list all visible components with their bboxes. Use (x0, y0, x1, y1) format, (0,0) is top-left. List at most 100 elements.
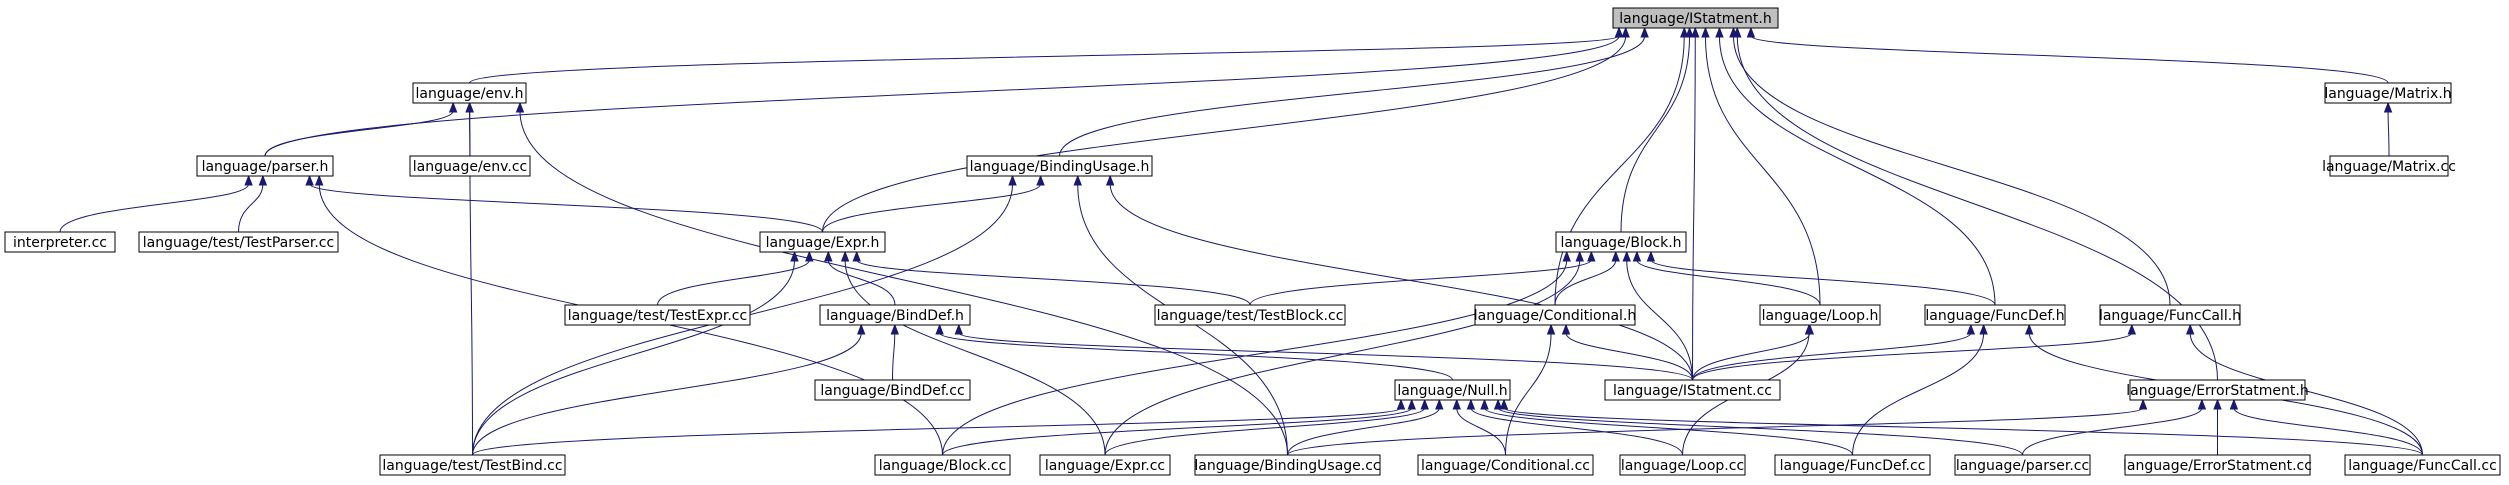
node-box[interactable] (379, 454, 566, 476)
edge-istatment_cc-to-funccall_h (1692, 332, 2133, 381)
node-box[interactable] (874, 454, 1011, 476)
node-env-h[interactable]: language/env.h (412, 82, 527, 104)
arrowhead-funccall_cc-to-funccall_h (2185, 323, 2195, 335)
node-label: language/test/TestBind.cc (382, 458, 562, 474)
arrowhead-testblock_cc-to-expr_h (852, 250, 861, 262)
node-parser-h[interactable]: language/parser.h (196, 155, 334, 177)
edge-parser_h-to-istatment_h (264, 35, 1620, 157)
node-funcdef-cc[interactable]: language/FuncDef.cc (1774, 454, 1931, 476)
node-interpreter-cc[interactable]: interpreter.cc (4, 231, 116, 253)
node-expr-cc[interactable]: language/Expr.cc (1039, 454, 1171, 476)
node-label: language/FuncDef.h (1925, 308, 2064, 324)
node-box[interactable] (2124, 454, 2311, 476)
node-box[interactable] (412, 82, 527, 104)
arrowhead-testbind_cc-to-binddef_h (856, 323, 866, 335)
node-testblock-cc[interactable]: language/test/TestBlock.cc (1154, 304, 1346, 326)
edge-conditional_cc-to-null_h (1456, 407, 1506, 456)
node-box[interactable] (564, 304, 751, 326)
edge-bindingusage_h-to-istatment_h (1059, 35, 1646, 157)
node-box[interactable] (1924, 304, 2066, 326)
node-box[interactable] (2099, 304, 2241, 326)
edge-parser_cc-to-errorstatment_h (2022, 407, 2203, 456)
node-box[interactable] (2129, 379, 2306, 401)
node-istatment-cc[interactable]: language/IStatment.cc (1604, 379, 1781, 401)
node-box[interactable] (2329, 155, 2449, 177)
node-testexpr-cc[interactable]: language/test/TestExpr.cc (564, 304, 751, 326)
arrowhead-expr_cc-to-block_h (1575, 250, 1584, 262)
arrowhead-matrix_cc-to-matrix_h (2383, 101, 2393, 113)
node-box[interactable] (1555, 231, 1687, 253)
node-parser-cc[interactable]: language/parser.cc (1954, 454, 2091, 476)
node-env-cc[interactable]: language/env.cc (409, 155, 531, 177)
node-box[interactable] (409, 155, 531, 177)
edge-expr_cc-to-block_h (1104, 259, 1581, 456)
node-box[interactable] (1619, 454, 1746, 476)
node-block-cc[interactable]: language/Block.cc (874, 454, 1011, 476)
node-box[interactable] (1154, 304, 1346, 326)
node-errorstatment-cc[interactable]: language/ErrorStatment.cc (2123, 454, 2312, 476)
arrowhead-istatment_cc-to-bindingusage_h (1105, 174, 1115, 186)
node-box[interactable] (1954, 454, 2091, 476)
node-box[interactable] (814, 379, 971, 401)
node-box[interactable] (1612, 7, 1779, 29)
edge-bindingusage_cc-to-errorstatment_h (1287, 407, 2144, 456)
node-matrix-h[interactable]: language/Matrix.h (2324, 82, 2452, 104)
arrowhead-funccall_cc-to-errorstatment_h (2229, 398, 2239, 410)
arrowhead-testbind_cc-to-bindingusage_h (1008, 174, 1017, 186)
node-box[interactable] (1194, 454, 1381, 476)
node-loop-h[interactable]: language/Loop.h (1759, 304, 1881, 326)
node-istatment-h[interactable]: language/IStatment.h (1612, 7, 1779, 29)
node-box[interactable] (819, 304, 971, 326)
node-expr-h[interactable]: language/Expr.h (759, 231, 886, 253)
node-box[interactable] (196, 155, 334, 177)
edge-istatment_cc-to-loop_h (1692, 332, 1811, 381)
edge-expr_h-to-parser_h (309, 183, 823, 233)
edge-istatment_cc-to-binddef_h (958, 332, 1693, 381)
arrowhead-funccall_cc-to-funcdef_h (2024, 323, 2034, 335)
arrowhead-loop_cc-to-loop_h (1804, 323, 1814, 335)
node-box[interactable] (1759, 304, 1881, 326)
edge-matrix_cc-to-matrix_h (2387, 110, 2390, 157)
node-box[interactable] (1774, 454, 1931, 476)
node-funccall-cc[interactable]: language/FuncCall.cc (2344, 454, 2501, 476)
edge-env_h-to-istatment_h (469, 35, 1620, 84)
node-loop-cc[interactable]: language/Loop.cc (1619, 454, 1746, 476)
node-box[interactable] (1604, 379, 1781, 401)
arrowhead-istatment_cc-to-conditional_h (1561, 323, 1571, 335)
node-box[interactable] (1417, 454, 1594, 476)
node-block-h[interactable]: language/Block.h (1555, 231, 1687, 253)
node-label: language/env.h (416, 86, 524, 102)
arrowhead-expr_cc-to-null_h (1420, 398, 1429, 410)
node-box[interactable] (759, 231, 886, 253)
node-funccall-h[interactable]: language/FuncCall.h (2099, 304, 2241, 326)
node-bindingusage-cc[interactable]: language/BindingUsage.cc (1194, 454, 1381, 476)
node-box[interactable] (1394, 379, 1511, 401)
node-testbind-cc[interactable]: language/test/TestBind.cc (379, 454, 566, 476)
node-box[interactable] (1474, 304, 1636, 326)
edge-testparser_cc-to-parser_h (238, 183, 264, 233)
node-conditional-h[interactable]: language/Conditional.h (1474, 304, 1637, 326)
node-box[interactable] (2344, 454, 2501, 476)
node-testparser-cc[interactable]: language/test/TestParser.cc (138, 231, 339, 253)
edge-loop_h-to-istatment_h (1704, 35, 1821, 306)
node-label: language/BindingUsage.h (970, 159, 1150, 175)
node-box[interactable] (2324, 82, 2452, 104)
node-label: language/Matrix.cc (2322, 159, 2456, 175)
edge-testexpr_cc-to-expr_h (657, 259, 810, 306)
node-box[interactable] (4, 231, 116, 253)
node-null-h[interactable]: language/Null.h (1394, 379, 1511, 401)
node-binddef-cc[interactable]: language/BindDef.cc (814, 379, 971, 401)
node-conditional-cc[interactable]: language/Conditional.cc (1417, 454, 1594, 476)
arrowhead-binddef_h-to-expr_h (824, 250, 833, 262)
node-label: language/env.cc (413, 159, 527, 175)
node-bindingusage-h[interactable]: language/BindingUsage.h (966, 155, 1153, 177)
node-box[interactable] (1039, 454, 1171, 476)
node-errorstatment-h[interactable]: language/ErrorStatment.h (2126, 379, 2309, 401)
node-box[interactable] (138, 231, 339, 253)
node-matrix-cc[interactable]: language/Matrix.cc (2322, 155, 2456, 177)
arrowhead-parser_cc-to-null_h (1493, 398, 1503, 410)
node-binddef-h[interactable]: language/BindDef.h (819, 304, 971, 326)
node-funcdef-h[interactable]: language/FuncDef.h (1924, 304, 2066, 326)
edge-bindingusage_cc-to-null_h (1287, 407, 1440, 456)
node-box[interactable] (966, 155, 1153, 177)
